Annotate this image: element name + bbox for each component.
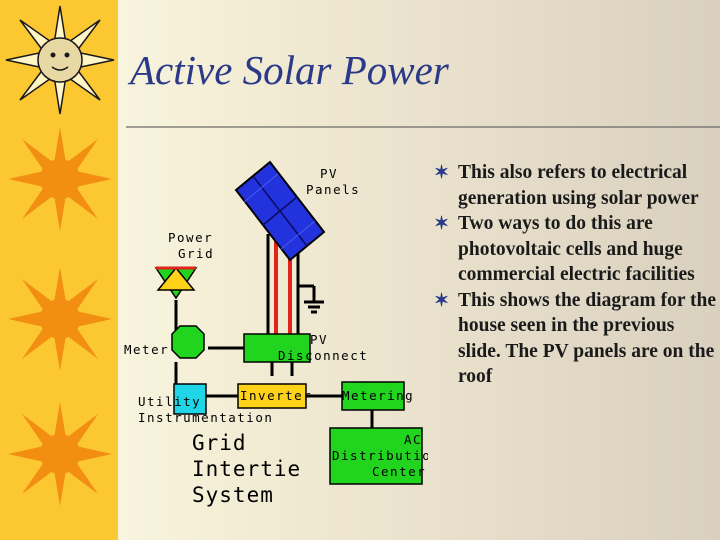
grid-label: Grid xyxy=(192,431,247,455)
slide-title: Active Solar Power xyxy=(130,47,449,93)
metering-label: Metering xyxy=(342,388,414,403)
metering-box xyxy=(341,381,405,411)
title-divider xyxy=(126,126,720,128)
power-grid-label-1: Power xyxy=(168,230,213,245)
pv-panels-label-1: PV xyxy=(320,166,338,181)
grid-intertie-diagram: PV Panels Power Grid Meter PV Disconnect… xyxy=(124,160,428,507)
instrumentation-label: Instrumentation xyxy=(138,410,273,425)
pv-disconnect-label-1: PV xyxy=(310,332,328,347)
inverter-label: Inverter xyxy=(240,388,312,403)
distribution-label: Distribution xyxy=(332,448,428,463)
decorative-band xyxy=(0,0,118,540)
bullet-list: ✶ This also refers to electrical generat… xyxy=(434,160,718,390)
bullet-text: This also refers to electrical generatio… xyxy=(458,162,699,209)
utility-label: Utility xyxy=(138,394,201,409)
pv-disconnect-box xyxy=(243,333,311,363)
bullet-item: ✶ This shows the diagram for the house s… xyxy=(434,288,718,390)
ac-distribution-box xyxy=(329,427,423,485)
bullet-text: This shows the diagram for the house see… xyxy=(458,289,717,388)
meter-label: Meter xyxy=(124,342,169,357)
bullet-item: ✶ This also refers to electrical generat… xyxy=(434,160,718,211)
pv-disconnect-label-2: Disconnect xyxy=(278,348,368,363)
intertie-label: Intertie xyxy=(192,457,301,481)
pv-panel-icon xyxy=(234,160,326,262)
inverter-box xyxy=(237,383,307,409)
pv-panels-label-2: Panels xyxy=(306,182,360,197)
meter-octagon xyxy=(171,325,205,359)
utility-instrumentation-box xyxy=(173,383,207,415)
power-grid-label-2: Grid xyxy=(178,246,214,261)
star-bullet-icon: ✶ xyxy=(434,213,450,233)
sun-burst-icon xyxy=(8,267,112,371)
ac-label: AC xyxy=(404,432,422,447)
system-label: System xyxy=(192,483,274,507)
sun-burst-icon xyxy=(8,127,112,231)
sun-logo-icon xyxy=(5,5,115,115)
star-bullet-icon: ✶ xyxy=(434,289,450,310)
sun-burst-icon xyxy=(8,402,112,506)
bullet-item: ✶ Two ways to do this are photovoltaic c… xyxy=(434,211,718,288)
bullet-text: Two ways to do this are photovoltaic cel… xyxy=(458,213,695,285)
power-grid-icon xyxy=(154,266,198,300)
star-bullet-icon: ✶ xyxy=(434,162,450,182)
center-label: Center xyxy=(372,464,426,479)
